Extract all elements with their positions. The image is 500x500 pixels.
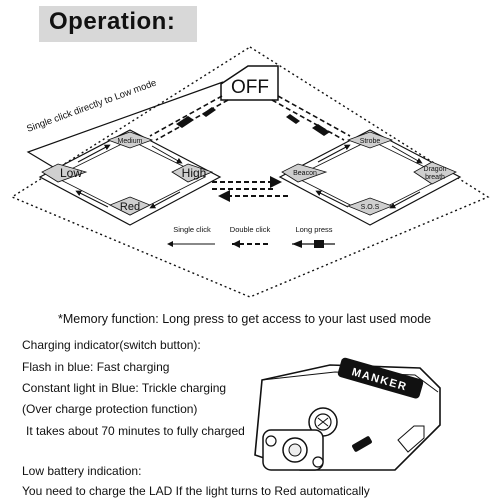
legend-double-click-label: Double click: [230, 225, 271, 234]
off-box: [220, 65, 279, 101]
svg-text:S.O.S: S.O.S: [361, 204, 380, 211]
svg-text:Medium: Medium: [118, 138, 143, 145]
usb-port: [352, 436, 372, 452]
legend-double-click-arrow: [232, 240, 268, 248]
mode-high: [171, 163, 214, 183]
single-click-note: Single click directly to Low mode: [25, 78, 158, 135]
svg-text:High: High: [182, 166, 207, 180]
double-click-arrow-right: [312, 124, 330, 136]
mode-beacon: [281, 163, 328, 183]
svg-text:Dragon: Dragon: [424, 166, 447, 173]
long-press-arrow-left: [176, 116, 194, 128]
legend-long-press-arrow: [292, 240, 335, 248]
svg-text:breath: breath: [425, 174, 445, 181]
left-mode-group: [38, 129, 222, 226]
mode-low: [41, 163, 88, 183]
mode-strobe: [346, 131, 394, 149]
outer-dotted-border: [10, 46, 490, 298]
mode-dragon-breath: [413, 161, 457, 185]
charging-flash: Flash in blue: Fast charging: [22, 360, 170, 374]
lens-small-left: [265, 435, 277, 447]
mode-red: [109, 196, 151, 216]
low-battery-heading: Low battery indication:: [22, 464, 142, 478]
mode-sos: [346, 197, 394, 216]
charging-heading: Charging indicator(switch button):: [22, 338, 201, 352]
charging-protection: (Over charge protection function): [22, 402, 198, 416]
page-title: Operation:: [49, 8, 176, 35]
group-switch-arrows: [212, 176, 288, 202]
svg-text:Low: Low: [60, 166, 82, 180]
lens-small-right: [312, 456, 324, 468]
mode-medium: [106, 131, 154, 149]
svg-text:Strobe: Strobe: [360, 138, 381, 145]
charging-constant: Constant light in Blue: Trickle charging: [22, 381, 227, 395]
memory-function-note: *Memory function: Long press to get acce…: [58, 312, 432, 326]
device-illustration: MANKER: [254, 357, 441, 471]
legend-single-click-label: Single click: [173, 225, 211, 234]
svg-text:Beacon: Beacon: [293, 170, 317, 177]
title-banner: [39, 6, 197, 42]
low-battery-message: You need to charge the LAD If the light …: [22, 484, 370, 498]
legend-long-press-label: Long press: [295, 225, 332, 234]
double-click-arrow-left: [202, 107, 216, 117]
single-click-path: [26, 81, 224, 172]
svg-text:Red: Red: [120, 201, 140, 213]
off-label: OFF: [231, 77, 269, 98]
long-press-arrow-right: [286, 114, 300, 124]
charging-duration: It takes about 70 minutes to fully charg…: [26, 424, 245, 438]
right-mode-group: [278, 129, 462, 226]
